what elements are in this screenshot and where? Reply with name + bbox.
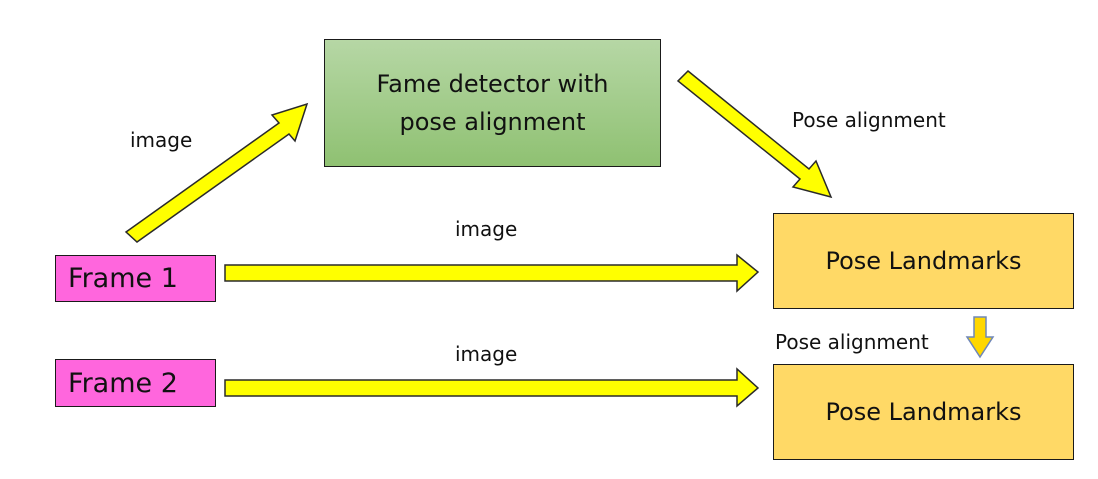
- arrow-landmarks1-to-landmarks2: [965, 316, 995, 359]
- edge-label-pose-alignment-top: Pose alignment: [792, 108, 946, 132]
- pose-landmarks-box-1: Pose Landmarks: [773, 213, 1074, 309]
- pose-landmarks-box-2: Pose Landmarks: [773, 364, 1074, 460]
- edge-label-image-top: image: [130, 128, 193, 152]
- edge-label-image-frame1: image: [455, 217, 518, 241]
- frame-1-label: Frame 1: [68, 263, 178, 294]
- arrow-frame1-to-detector: [124, 102, 309, 243]
- pose-landmarks-1-label: Pose Landmarks: [825, 247, 1022, 275]
- detector-box-label: Fame detector with pose alignment: [376, 70, 609, 136]
- arrow-frame2-to-landmarks: [224, 367, 760, 408]
- arrow-frame1-to-landmarks: [224, 253, 760, 293]
- frame-2-label: Frame 2: [68, 367, 178, 399]
- frame-1-box: Frame 1: [55, 255, 216, 302]
- edge-label-image-frame2: image: [455, 342, 518, 366]
- frame-2-box: Frame 2: [55, 359, 216, 407]
- frame-detector-box: Fame detector with pose alignment: [324, 39, 661, 167]
- pose-landmarks-2-label: Pose Landmarks: [825, 398, 1022, 426]
- edge-label-pose-alignment-mid: Pose alignment: [775, 330, 929, 354]
- arrow-detector-to-landmarks: [676, 69, 833, 199]
